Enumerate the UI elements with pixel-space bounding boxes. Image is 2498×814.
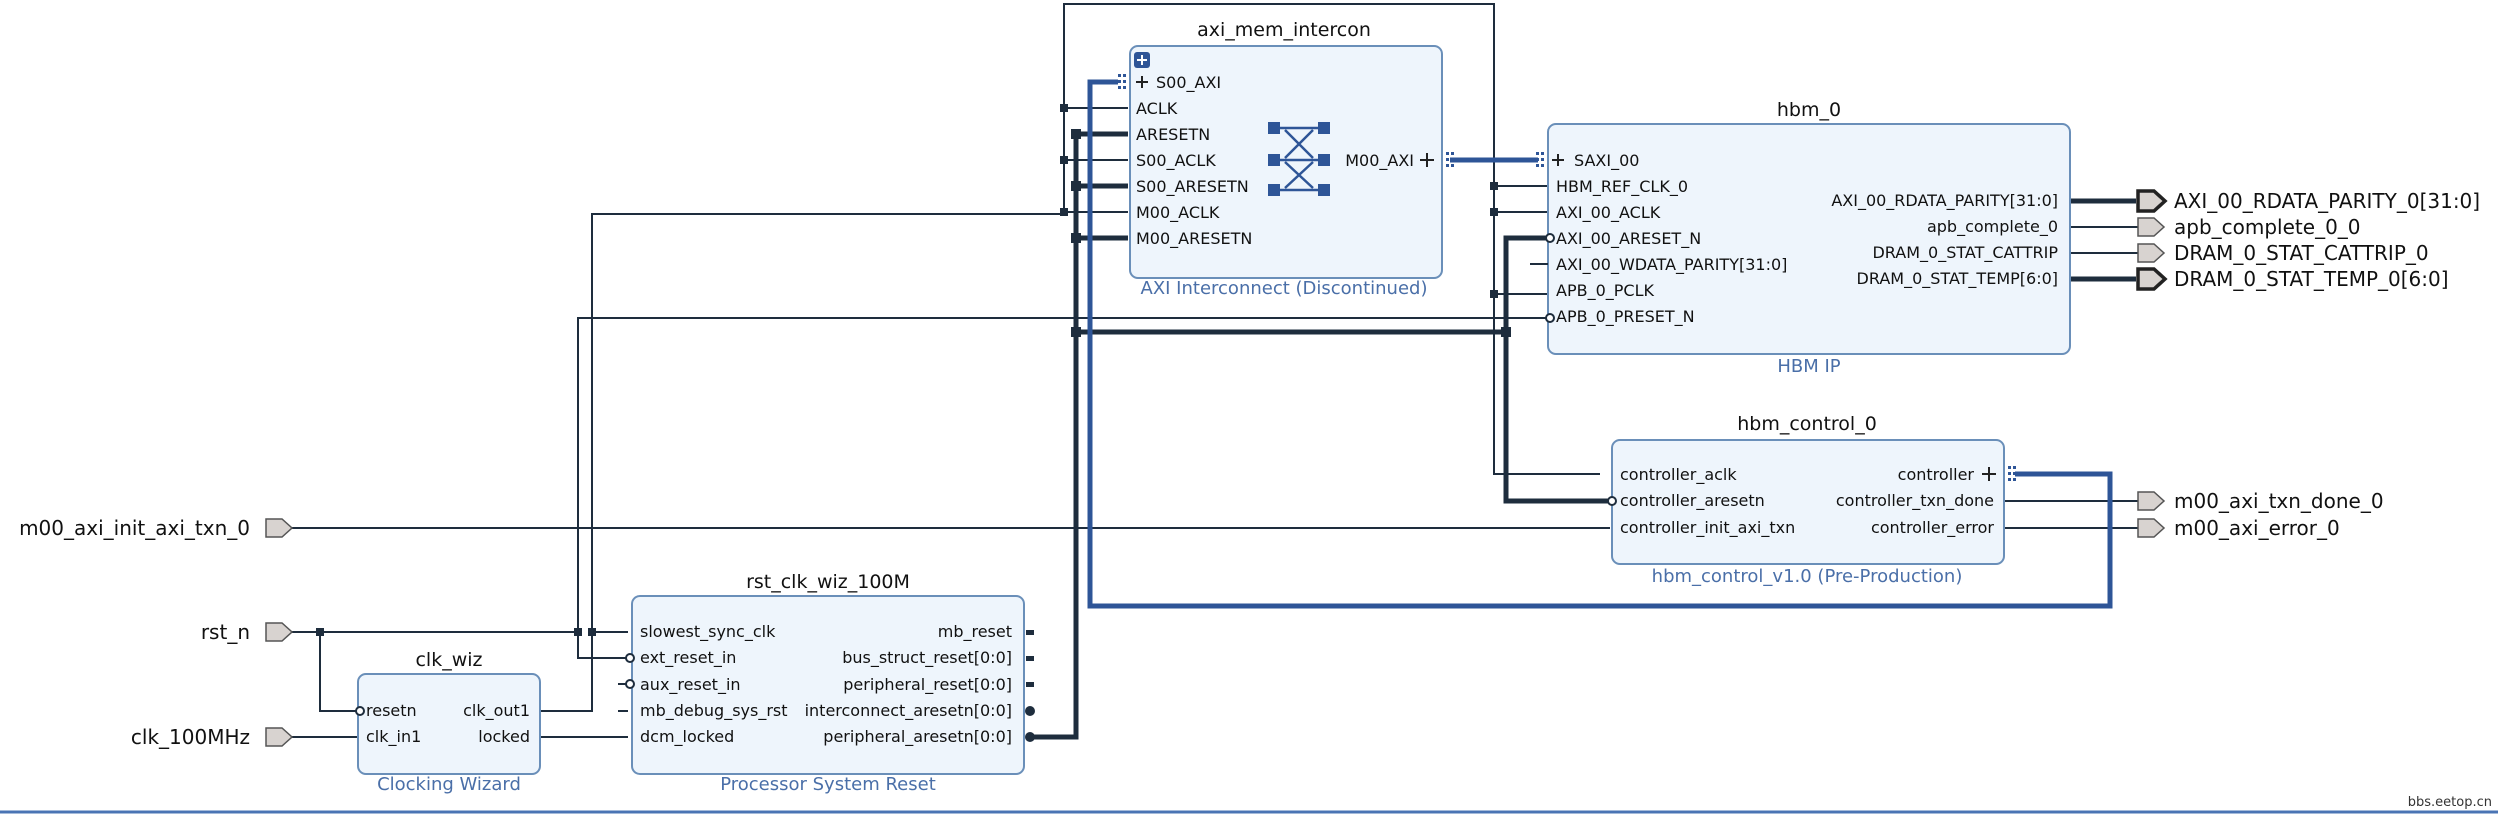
pin-m00-aresetn: M00_ARESETN — [1136, 229, 1252, 249]
pin-mb-reset: mb_reset — [938, 622, 1012, 642]
port-arrow-out-cattrip[interactable] — [2137, 243, 2166, 263]
pin-m00-axi: M00_AXI — [1345, 151, 1414, 171]
pin-axi-00-areset: AXI_00_ARESET_N — [1556, 229, 1701, 249]
pin-controller-txn-done: controller_txn_done — [1836, 491, 1994, 511]
pin-slowest-sync-clk: slowest_sync_clk — [640, 622, 776, 642]
block-body-clk[interactable] — [357, 673, 541, 775]
port-arrow-out-apb[interactable] — [2137, 217, 2166, 237]
junctions — [316, 104, 1511, 636]
block-hbm-0[interactable]: hbm_0 SAXI_00 HBM_REF_CLK_0 AXI_00_ACLK … — [1547, 99, 2071, 377]
pin-s00-aresetn: S00_ARESETN — [1136, 177, 1249, 197]
block-subtitle-clk: Clocking Wizard — [377, 774, 521, 795]
port-arrow-out-temp[interactable] — [2136, 267, 2168, 291]
pin-clk-in1: clk_in1 — [366, 727, 421, 747]
wire-rst-n-to-ext-reset — [577, 632, 628, 659]
pin-bus-struct-reset: bus_struct_reset[0:0] — [842, 648, 1012, 668]
block-hbm-control-0[interactable]: hbm_control_0 controller_aclk controller… — [1611, 413, 2005, 587]
pin-markers — [355, 74, 2016, 742]
pin-peripheral-aresetn: peripheral_aresetn[0:0] — [823, 727, 1012, 747]
wire-rst-n-to-preset — [577, 317, 1548, 632]
pin-s00-axi: S00_AXI — [1156, 73, 1221, 93]
port-arrow-out-error[interactable] — [2137, 518, 2166, 538]
port-out-error[interactable]: m00_axi_error_0 — [2174, 516, 2340, 540]
pin-apb-preset: APB_0_PRESET_N — [1556, 307, 1695, 327]
port-arrow-out-rdata[interactable] — [2136, 189, 2168, 213]
block-axi-mem-intercon[interactable]: axi_mem_intercon S00_AXI ACLK ARESETN S0… — [1129, 19, 1443, 299]
block-subtitle-axi: AXI Interconnect (Discontinued) — [1141, 278, 1428, 299]
port-arrow-in-init[interactable] — [265, 518, 294, 538]
port-arrow-out-txn-done[interactable] — [2137, 491, 2166, 511]
pin-controller-error: controller_error — [1871, 518, 1994, 538]
pin-apb-pclk: APB_0_PCLK — [1556, 281, 1654, 301]
port-arrow-in-rst-n[interactable] — [265, 622, 294, 642]
port-in-init-axi-txn[interactable]: m00_axi_init_axi_txn_0 — [19, 516, 250, 540]
pin-aux-reset-in: aux_reset_in — [640, 675, 741, 695]
port-out-stat-temp[interactable]: DRAM_0_STAT_TEMP_0[6:0] — [2174, 267, 2449, 291]
wire-clk-out1 — [540, 631, 628, 712]
pin-resetn: resetn — [366, 701, 417, 720]
pin-stat-temp: DRAM_0_STAT_TEMP[6:0] — [1857, 269, 2058, 289]
watermark: bbs.eetop.cn — [2408, 795, 2492, 810]
port-out-rdata-parity[interactable]: AXI_00_RDATA_PARITY_0[31:0] — [2174, 189, 2480, 213]
input-ports: m00_axi_init_axi_txn_0 rst_n clk_100MHz — [19, 516, 294, 749]
pin-controller-init: controller_init_axi_txn — [1620, 518, 1795, 538]
wire-hbm-clk-vertical — [1493, 186, 1600, 475]
pin-axi-00-aclk: AXI_00_ACLK — [1556, 203, 1661, 223]
wire-top-loop — [1063, 3, 1495, 270]
block-clk-wiz[interactable]: clk_wiz resetn clk_in1 clk_out1 locked C… — [357, 649, 541, 795]
wire-clk-branch-axi — [591, 213, 1064, 632]
pin-interconnect-aresetn: interconnect_aresetn[0:0] — [805, 701, 1012, 721]
block-title-rst: rst_clk_wiz_100M — [746, 571, 910, 593]
buses — [1026, 79, 2136, 740]
port-out-txn-done[interactable]: m00_axi_txn_done_0 — [2174, 489, 2384, 513]
port-out-cattrip[interactable]: DRAM_0_STAT_CATTRIP_0 — [2174, 241, 2429, 265]
bus-peripheral-aresetn — [1026, 131, 1128, 740]
block-subtitle-hbm: HBM IP — [1777, 356, 1840, 377]
pin-wdata-parity: AXI_00_WDATA_PARITY[31:0] — [1556, 255, 1787, 275]
pin-aresetn: ARESETN — [1136, 125, 1210, 144]
pin-aclk: ACLK — [1136, 99, 1178, 118]
pin-apb-complete: apb_complete_0 — [1927, 217, 2058, 237]
port-arrow-in-clk[interactable] — [265, 727, 294, 747]
pin-controller: controller — [1898, 465, 1975, 484]
wire-rst-n-to-resetn — [319, 632, 358, 712]
bus-aresetn-to-hbm — [1076, 235, 1548, 335]
pin-ext-reset-in: ext_reset_in — [640, 648, 736, 668]
block-subtitle-rst: Processor System Reset — [720, 774, 936, 795]
pin-peripheral-reset: peripheral_reset[0:0] — [843, 675, 1012, 695]
pin-hbm-ref-clk: HBM_REF_CLK_0 — [1556, 177, 1688, 197]
pin-m00-aclk: M00_ACLK — [1136, 203, 1220, 223]
port-in-rst-n[interactable]: rst_n — [201, 620, 250, 644]
pin-rdata-parity: AXI_00_RDATA_PARITY[31:0] — [1831, 191, 2058, 211]
crossbar-icon — [1268, 122, 1330, 196]
output-ports: AXI_00_RDATA_PARITY_0[31:0] apb_complete… — [2136, 189, 2480, 540]
block-title-clk: clk_wiz — [415, 649, 482, 671]
pin-stat-cattrip: DRAM_0_STAT_CATTRIP — [1872, 243, 2058, 263]
bus-aresetn-to-ctl — [1503, 332, 1610, 504]
pin-controller-aresetn: controller_aresetn — [1620, 491, 1765, 511]
pin-clk-out1: clk_out1 — [463, 701, 530, 721]
block-subtitle-hbmctl: hbm_control_v1.0 (Pre-Production) — [1652, 566, 1963, 587]
bus-controller-to-s00-axi — [1087, 79, 2113, 609]
pin-s00-aclk: S00_ACLK — [1136, 151, 1216, 171]
pin-dcm-locked: dcm_locked — [640, 727, 734, 747]
pin-saxi-00: SAXI_00 — [1574, 151, 1639, 171]
block-title-axi: axi_mem_intercon — [1197, 19, 1371, 41]
port-out-apb-complete[interactable]: apb_complete_0_0 — [2174, 215, 2361, 239]
pin-controller-aclk: controller_aclk — [1620, 465, 1737, 485]
block-title-hbm: hbm_0 — [1777, 99, 1841, 121]
pin-mb-debug-sys-rst: mb_debug_sys_rst — [640, 701, 788, 721]
block-rst-clk-wiz[interactable]: rst_clk_wiz_100M slowest_sync_clk ext_re… — [631, 571, 1025, 795]
pin-locked: locked — [478, 727, 530, 746]
block-title-hbmctl: hbm_control_0 — [1737, 413, 1877, 435]
port-in-clk-100mhz[interactable]: clk_100MHz — [131, 725, 250, 749]
